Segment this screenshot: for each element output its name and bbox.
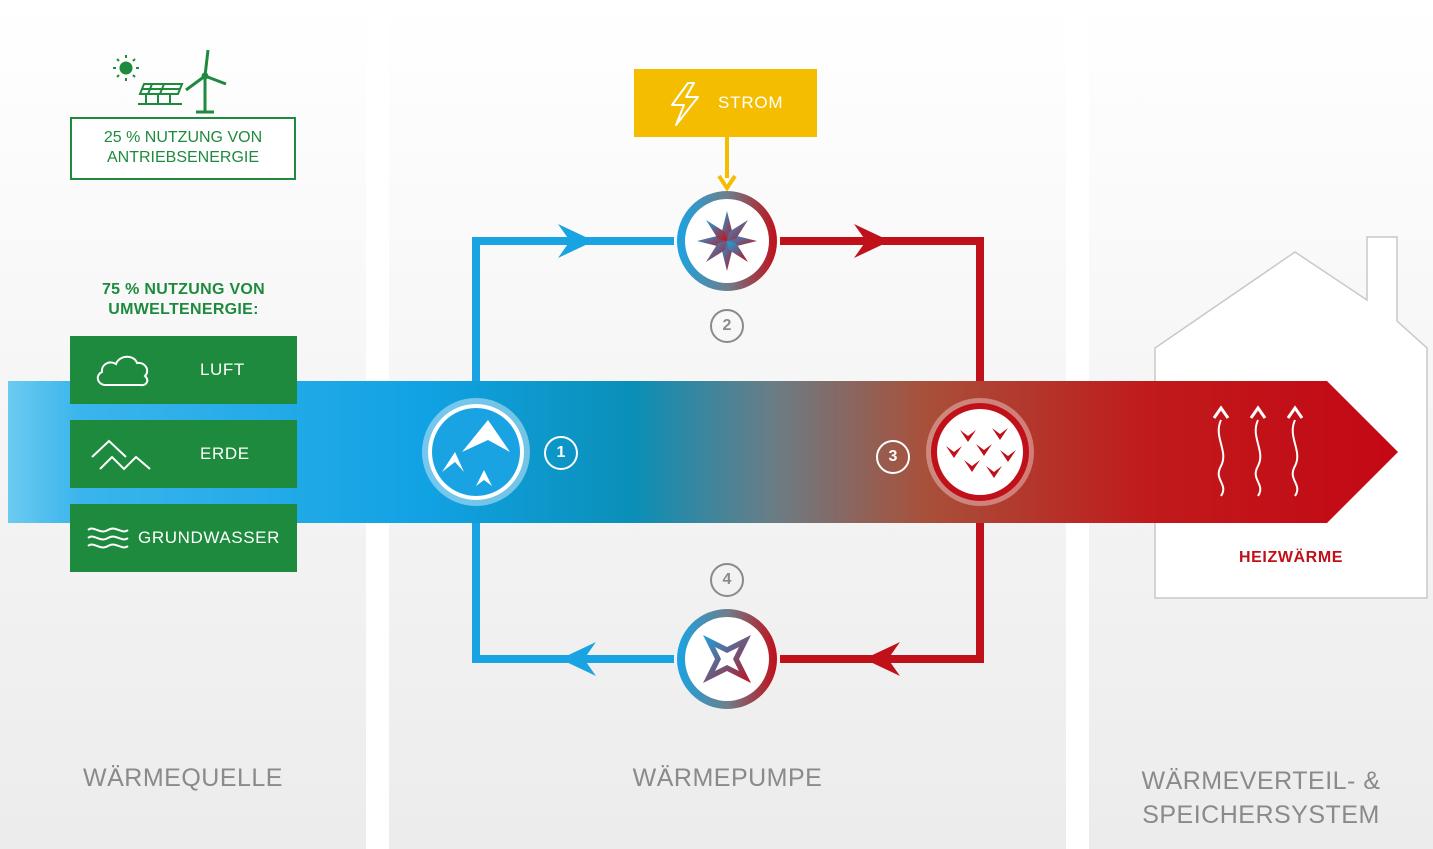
step-number-4: 4 [710,563,744,597]
column-title-system: WÄRMEVERTEIL- & SPEICHERSYSTEM [1089,764,1433,832]
drive-energy-line1: 25 % NUTZUNG VON [103,129,263,146]
environment-energy-line2: UMWELTENERGIE: [108,301,259,318]
power-arrow [717,137,737,192]
evaporator-icon [422,398,530,506]
expansion-valve-icon [677,609,777,709]
source-earth-box: ERDE [70,420,297,488]
source-groundwater-label: GRUNDWASSER [138,528,280,547]
water-waves-icon [87,527,129,549]
column-title-system-line2: SPEICHERSYSTEM [1142,801,1380,829]
column-title-source: WÄRMEQUELLE [83,764,283,792]
drive-energy-line2: ANTRIEBSENERGIE [106,149,260,166]
heat-waves-icon [1212,405,1304,497]
power-box: STROM [634,69,817,137]
source-air-box: LUFT [70,336,297,404]
mountain-icon [91,439,151,471]
environment-energy-line1: 75 % NUTZUNG VON [101,281,266,298]
step-number-1: 1 [544,436,578,470]
step-number-3: 3 [876,440,910,474]
lightning-bolt-icon [671,82,699,126]
source-groundwater-box: GRUNDWASSER [70,504,297,572]
refrigerant-loop [472,237,984,663]
step-number-2: 2 [710,309,744,343]
condenser-icon [926,398,1034,506]
flow-arrow-icon [558,224,900,676]
environment-energy-heading: 75 % NUTZUNG VON UMWELTENERGIE: [70,280,297,320]
column-title-pump: WÄRMEPUMPE [632,764,823,792]
solar-wind-icon [113,49,227,114]
drive-energy-box: 25 % NUTZUNG VON ANTRIEBSENERGIE [70,117,296,180]
cloud-icon [96,355,149,387]
source-earth-label: ERDE [200,444,250,463]
column-title-system-line1: WÄRMEVERTEIL- & [1141,767,1381,795]
heat-output-label: HEIZWÄRME [1238,549,1344,566]
source-air-label: LUFT [200,360,245,379]
power-label: STROM [718,93,784,112]
compressor-icon [677,191,777,291]
energy-flow-band [8,381,1398,523]
